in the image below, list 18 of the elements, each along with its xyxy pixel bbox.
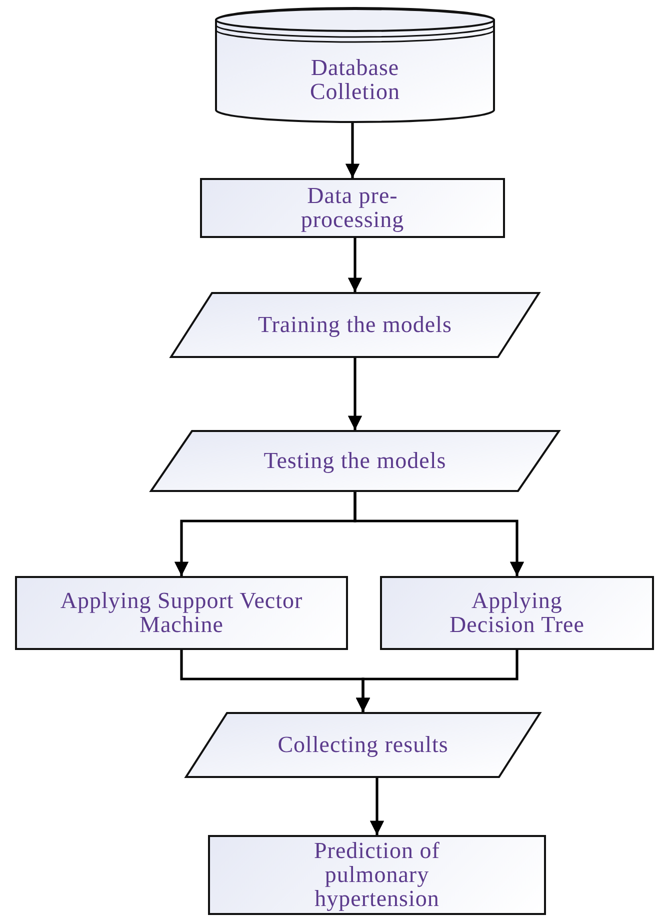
arrow xyxy=(348,238,362,292)
node-label: Testing the models xyxy=(264,448,446,474)
node-label: Applying Decision Tree xyxy=(448,588,586,638)
node-label: Collecting results xyxy=(278,732,448,758)
arrow xyxy=(354,492,524,576)
process-box xyxy=(15,576,348,650)
arrow xyxy=(348,358,362,430)
arrow xyxy=(345,122,360,178)
arrow xyxy=(370,778,384,835)
process-box xyxy=(380,576,654,650)
node-label: Database Colletion xyxy=(308,56,402,104)
node-label: Data pre-processing xyxy=(300,184,406,232)
process-box xyxy=(208,835,546,915)
node-label: Training the models xyxy=(258,312,452,338)
node-label: Applying Support Vector Machine xyxy=(59,588,304,638)
process-box xyxy=(200,178,505,238)
node-label: Prediction of pulmonary hypertension xyxy=(313,838,441,912)
arrow xyxy=(356,650,518,712)
